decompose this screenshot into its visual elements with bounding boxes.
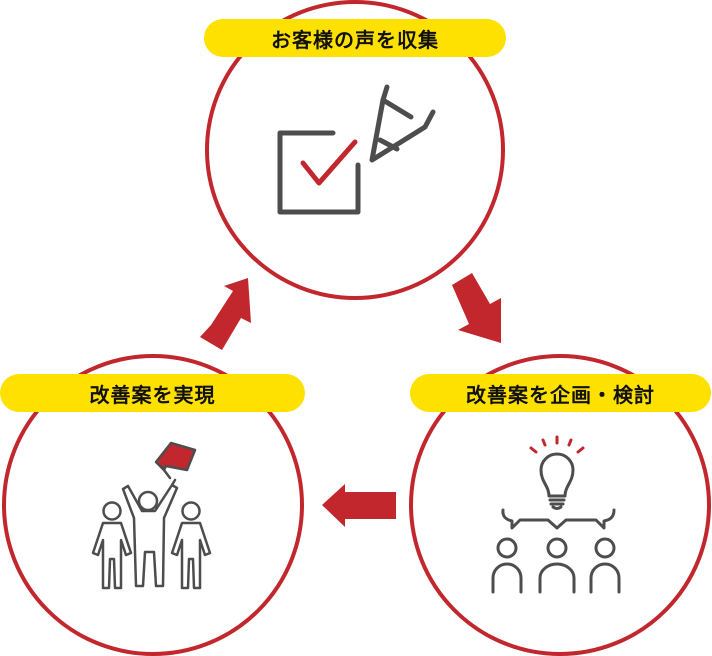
idea-meeting-icon — [491, 435, 621, 594]
arrow-collect-to-plan-icon — [452, 273, 501, 343]
checkbox-pen-icon — [277, 84, 436, 215]
step-label-plan: 改善案を企画・検討 — [410, 374, 711, 412]
team-flag-icon — [91, 441, 212, 590]
arrow-realize-to-collect-icon — [200, 278, 251, 350]
step-label-text: 改善案を実現 — [89, 382, 216, 407]
step-circle-collect — [205, 0, 505, 300]
arrow-plan-to-realize-icon — [322, 484, 396, 527]
step-circle-realize — [2, 354, 304, 656]
step-label-collect: お客様の声を収集 — [204, 19, 506, 57]
step-label-realize: 改善案を実現 — [0, 374, 305, 412]
step-label-text: お客様の声を収集 — [271, 27, 439, 52]
step-label-text: 改善案を企画・検討 — [466, 382, 655, 407]
